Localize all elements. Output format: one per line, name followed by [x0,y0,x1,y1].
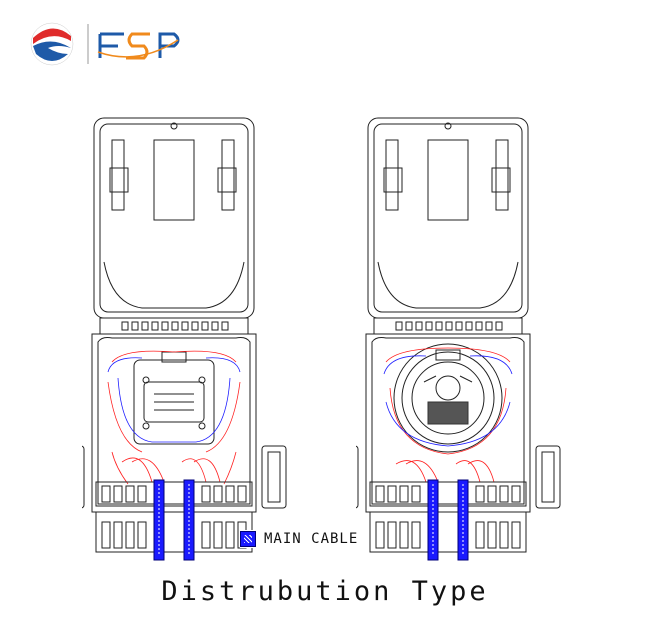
main-cable-swatch-icon [240,531,256,547]
legend-label: MAIN CABLE [264,531,359,547]
diagram-caption: Distrubution Type [161,576,489,607]
brand-logo [28,14,218,74]
splice-tray-box-diagram [59,112,332,572]
round-spool-box-diagram [333,112,606,572]
main-cable-right-1 [427,479,439,561]
main-cable-legend: MAIN CABLE [240,530,359,548]
main-cable-left-1 [153,479,165,561]
main-cable-left-2 [183,479,195,561]
fsp-logo-icon [30,22,180,66]
lid-outline [93,117,255,319]
main-cable-right-2 [457,479,469,561]
